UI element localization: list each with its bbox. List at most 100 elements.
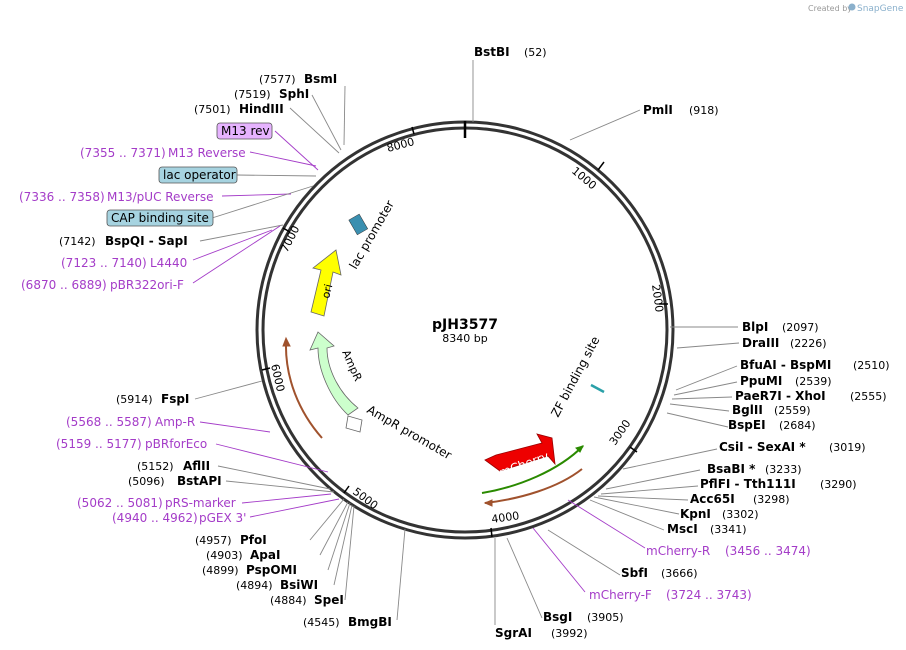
svg-text:BfuAI - BspMI: BfuAI - BspMI	[740, 358, 831, 372]
snapgene-logo-icon	[848, 3, 856, 11]
site-label-csii: CsiI - SexAI *(3019)	[719, 440, 866, 454]
svg-text:(5159 .. 5177): (5159 .. 5177)	[56, 437, 142, 451]
tick-6000: 6000	[261, 363, 287, 393]
svg-text:mCherry-R: mCherry-R	[646, 544, 710, 558]
site-label-paer7i: PaeR7I - XhoI (2555)	[735, 389, 887, 403]
zf-binding-mark	[590, 383, 605, 394]
site-label-bmgbi: (4545)BmgBI	[303, 615, 392, 629]
svg-text:(5914): (5914)	[116, 393, 153, 406]
svg-text:(5152): (5152)	[137, 460, 174, 473]
primer-label-mcherry-f: mCherry-F(3724 .. 3743)	[589, 588, 752, 602]
svg-text:SbfI: SbfI	[621, 566, 648, 580]
svg-text:(4884): (4884)	[270, 594, 307, 607]
svg-text:BsaBI *: BsaBI *	[707, 462, 756, 476]
svg-text:(918): (918)	[689, 104, 719, 117]
svg-text:SgrAI: SgrAI	[495, 626, 532, 640]
svg-text:KpnI: KpnI	[680, 507, 711, 521]
site-label-bstapi: (5096) BstAPI	[128, 474, 222, 488]
site-label-msci: MscI(3341)	[667, 522, 747, 536]
site-label-blpi: BlpI(2097)	[742, 320, 819, 334]
svg-text:(3905): (3905)	[587, 611, 624, 624]
svg-text:(5096): (5096)	[128, 475, 165, 488]
svg-text:4000: 4000	[491, 509, 521, 526]
svg-text:CsiI - SexAI *: CsiI - SexAI *	[719, 440, 806, 454]
site-label-pflfi: PflFI - Tth111I (3290)	[700, 477, 857, 491]
svg-text:MscI: MscI	[667, 522, 698, 536]
site-label-pfoi: (4957)PfoI	[195, 533, 267, 547]
svg-text:(4545): (4545)	[303, 616, 340, 629]
m13-rev-box: M13 rev	[216, 122, 273, 140]
svg-text:BstAPI: BstAPI	[177, 474, 222, 488]
primer-label-l4440: (7123 .. 7140)L4440	[61, 256, 187, 270]
svg-text:(3290): (3290)	[820, 478, 857, 491]
site-label-spei: (4884)SpeI	[270, 593, 344, 607]
svg-text:ApaI: ApaI	[250, 548, 280, 562]
zf-site-label: ZF binding site	[548, 334, 602, 419]
svg-text:M13 rev: M13 rev	[221, 124, 270, 138]
svg-text:(4957): (4957)	[195, 534, 232, 547]
svg-text:(7501): (7501)	[194, 103, 231, 116]
site-label-bglii: BglII(2559)	[732, 403, 811, 417]
svg-text:PflFI - Tth111I: PflFI - Tth111I	[700, 477, 796, 491]
svg-text:BstBI: BstBI	[474, 45, 510, 59]
site-label-sphi: (7519)SphI	[234, 87, 309, 101]
svg-text:(2226): (2226)	[790, 337, 827, 350]
svg-text:5000: 5000	[350, 485, 380, 512]
svg-text:(52): (52)	[524, 46, 547, 59]
primer-label-prs-marker: (5062 .. 5081)pRS-marker	[77, 496, 236, 510]
svg-text:(5062 .. 5081): (5062 .. 5081)	[77, 496, 163, 510]
ampr-promoter-feature	[345, 415, 363, 433]
tick-2000: 2000	[649, 284, 668, 313]
svg-text:BsgI: BsgI	[543, 610, 572, 624]
tick-7000: 7000	[278, 224, 302, 255]
svg-text:8000: 8000	[385, 135, 415, 155]
credit-prefix: Created by	[808, 4, 852, 13]
cap-binding-site-box: CAP binding site	[106, 209, 214, 227]
mcherry-feature[interactable]	[484, 433, 556, 472]
svg-text:pGEX 3': pGEX 3'	[199, 511, 246, 525]
ori-feature[interactable]	[310, 249, 342, 317]
svg-text:pBR322ori-F: pBR322ori-F	[110, 278, 184, 292]
lac-operator-box: lac operator	[158, 166, 238, 184]
svg-text:PaeR7I - XhoI: PaeR7I - XhoI	[735, 389, 826, 403]
site-label-bsabi: BsaBI *(3233)	[707, 462, 802, 476]
svg-text:(7336 .. 7358): (7336 .. 7358)	[19, 190, 105, 204]
svg-text:(3666): (3666)	[661, 567, 698, 580]
svg-text:PpuMI: PpuMI	[740, 374, 782, 388]
svg-text:(4899): (4899)	[202, 564, 239, 577]
svg-text:(7142): (7142)	[59, 235, 96, 248]
lac-promoter-label: lac promoter	[346, 198, 397, 272]
primer-label-pbrforeco: (5159 .. 5177)pBRforEco	[56, 437, 207, 451]
site-label-kpni: KpnI(3302)	[680, 507, 759, 521]
mcherry-f-primer-arrow	[481, 445, 584, 494]
site-label-acc65i: Acc65I(3298)	[690, 492, 790, 506]
site-label-ppumi: PpuMI(2539)	[740, 374, 832, 388]
site-label-draiii: DraIII (2226)	[742, 336, 827, 350]
svg-text:BglII: BglII	[732, 403, 763, 417]
svg-text:(7577): (7577)	[259, 73, 296, 86]
site-label-bspqi: (7142)BspQI - SapI	[59, 234, 188, 248]
lac-promoter-feature	[348, 213, 369, 236]
svg-text:BlpI: BlpI	[742, 320, 768, 334]
svg-text:(5568 .. 5587): (5568 .. 5587)	[66, 415, 152, 429]
svg-text:(3992): (3992)	[551, 627, 588, 640]
ampr-feature[interactable]	[309, 331, 359, 416]
svg-text:(4903): (4903)	[206, 549, 243, 562]
site-label-pspomi: (4899)PspOMI	[202, 563, 297, 577]
tick-5000: 5000	[343, 485, 380, 512]
site-label-bsmi: (7577)BsmI	[259, 72, 337, 86]
site-lead-lines	[194, 60, 740, 625]
svg-text:(2510): (2510)	[853, 359, 890, 372]
plasmid-name: pJH3577	[432, 317, 498, 333]
svg-text:DraIII: DraIII	[742, 336, 779, 350]
site-label-bspei: BspEI(2684)	[728, 418, 816, 432]
svg-text:(2555): (2555)	[850, 390, 887, 403]
ori-label: ori	[319, 283, 335, 300]
svg-text:7000: 7000	[278, 224, 302, 255]
svg-text:(2684): (2684)	[779, 419, 816, 432]
svg-text:(7123 .. 7140): (7123 .. 7140)	[61, 256, 147, 270]
ampr-primer-arrow	[284, 341, 323, 439]
primer-label-m13-puc-reverse: (7336 .. 7358)M13/pUC Reverse	[19, 190, 214, 204]
svg-text:(4940 .. 4962): (4940 .. 4962)	[112, 511, 198, 525]
